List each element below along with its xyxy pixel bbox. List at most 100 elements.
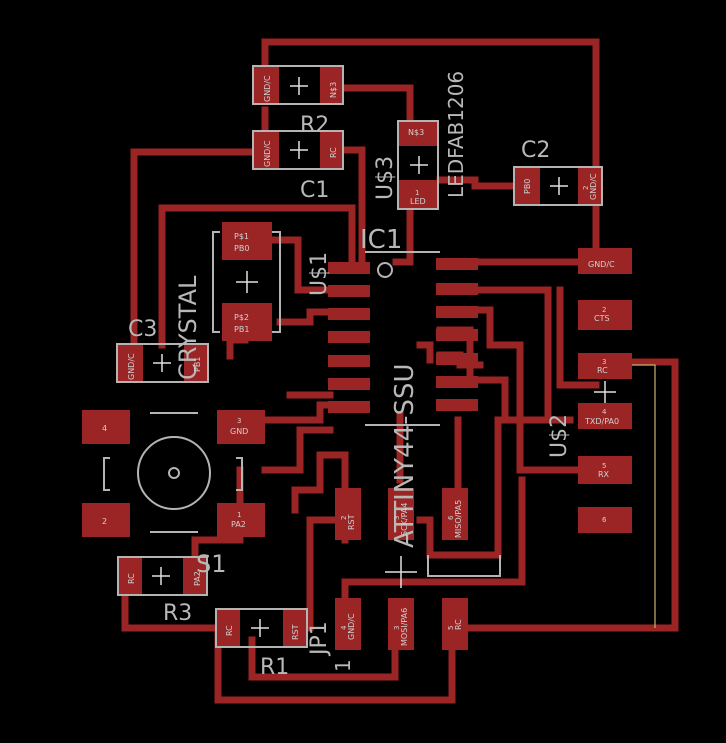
outline-switch-left [103, 457, 110, 491]
trace-ic-r5 [556, 286, 600, 389]
outline-switch-right [236, 457, 243, 491]
pad-ftdi-4 [578, 403, 632, 429]
padlbl-ftdi-4: TXD/PA0 [584, 417, 619, 426]
pad-r2-left [253, 65, 279, 105]
padlbl-isp-rst-num: 2 [340, 516, 348, 520]
pad-ftdi-5 [578, 456, 632, 484]
label-attiny: ATTINY44-SSU [390, 363, 420, 548]
padlbl-r3-right: PA2 [193, 571, 202, 586]
padlbl-isp-rc-num: 5 [447, 626, 455, 630]
label-c1: C1 [300, 178, 329, 203]
pad-c3-left [117, 343, 143, 383]
label-crystal: CRYSTAL [174, 275, 202, 380]
outline-r2 [252, 65, 344, 105]
outline-led [397, 120, 439, 210]
padlbl-c1-left: GND/C [263, 140, 272, 167]
label-ledfab: LEDFAB1206 [444, 71, 468, 198]
pad-switch-1 [217, 503, 265, 537]
outline-switch-ring [137, 436, 211, 510]
pad-isp-miso [442, 488, 468, 540]
pad-ic-r1 [436, 258, 478, 270]
label-r1: R1 [260, 655, 289, 680]
trace-r1-left [214, 624, 456, 704]
trace-r2-led [334, 84, 414, 129]
pad-r2-right [320, 65, 344, 105]
label-c3: C3 [128, 317, 157, 342]
padlbl-ftdi-2: CTS [594, 314, 610, 323]
pad-c2-right [578, 166, 602, 206]
padlbl-r1-right: RST [291, 624, 300, 640]
padlbl-isp-rc: RC [454, 619, 463, 630]
pad-crystal-top [222, 222, 272, 260]
padlbl-sw-1: PA2 [231, 520, 246, 529]
pad-ic-l3 [328, 308, 370, 320]
trace-ic-r6 [416, 341, 434, 364]
label-us1: U$1 [307, 252, 332, 296]
trace-r3-bottom [121, 591, 222, 632]
padlbl-c3-left: GND/C [127, 353, 136, 380]
padlbl-r1-left: RC [225, 625, 234, 636]
pad-ic-l7 [328, 401, 370, 413]
outline-c3 [116, 343, 209, 383]
outline-switch-center [168, 467, 180, 479]
outline-c1 [252, 130, 344, 170]
padlbl-led-bot: LED [410, 197, 426, 206]
pad-c1-right [320, 130, 344, 170]
pads [82, 65, 632, 650]
pad-ic-r6 [436, 376, 478, 388]
pad-ftdi-3 [578, 353, 632, 379]
padlbl-isp-sck-num: 3 [393, 516, 401, 520]
padlbl-isp-gnd: GND/C [347, 613, 356, 640]
trace-ic-left4 [291, 451, 344, 514]
pad-led-bot [398, 180, 438, 210]
padlbl-isp-miso: MISO/PA5 [454, 500, 463, 538]
padlbl-sw-3: GND [230, 427, 248, 436]
label-r3: R3 [163, 601, 192, 626]
padlbl-sw-2: 2 [102, 517, 107, 526]
pad-isp-mosi [388, 598, 414, 650]
padlbl-ftdi-2-num: 2 [602, 306, 606, 314]
component-labels: LEDFAB1206 U$3 C1 C2 C3 R2 R3 R1 IC1 U$1… [128, 71, 572, 680]
padlbl-ftdi-6-num: 6 [602, 516, 607, 524]
pad-ic-l6 [328, 378, 370, 390]
label-s1: S1 [196, 550, 227, 578]
padlbl-r3-left: RC [127, 573, 136, 584]
pad-crystal-bot [222, 303, 272, 341]
pad-ic-r5 [436, 353, 478, 365]
silkscreen [103, 65, 656, 648]
trace-isp-gnd [341, 476, 526, 604]
pad-ic-l2 [328, 285, 370, 297]
padlbl-isp-miso-num: 6 [447, 515, 455, 520]
pad-ftdi-1 [578, 248, 632, 274]
padlbl-c1-right: RC [329, 147, 338, 158]
label-c2: C2 [521, 138, 550, 163]
outline-crystal-left [212, 231, 220, 333]
trace-ic-r2 [436, 306, 600, 474]
pad-switch-2 [82, 503, 130, 537]
pad-ftdi-2 [578, 300, 632, 330]
padlbl-ftdi-3: RC [597, 366, 608, 375]
trace-led-ic [392, 206, 414, 266]
trace-top-loop [261, 38, 600, 254]
trace-ic-left1 [276, 308, 334, 326]
padlbl-crys-bot-name: P$2 [234, 313, 249, 322]
pad-isp-gnd [335, 598, 361, 650]
pad-ic-r7 [436, 399, 478, 411]
pad-r3-left [118, 556, 142, 596]
pad-switch-3 [217, 410, 265, 444]
pad-labels: GND/C N$3 GND/C RC N$3 1 LED PB0 2 GND/C… [102, 75, 619, 646]
pad-c1-left [253, 130, 279, 170]
trace-led-c2 [436, 176, 519, 190]
label-us2: U$2 [547, 414, 572, 458]
padlbl-ftdi-5: RX [598, 470, 610, 479]
padlbl-crys-top-net: PB0 [234, 244, 249, 253]
padlbl-isp-gnd-num: 4 [340, 625, 348, 630]
padlbl-ftdi-3-num: 3 [602, 358, 606, 366]
padlbl-sw-4: 4 [102, 424, 107, 433]
trace-ftdi-rc [466, 358, 679, 632]
padlbl-ftdi-4-num: 4 [602, 408, 607, 416]
outline-ic-pin1 [377, 262, 393, 278]
pad-ic-l5 [328, 355, 370, 367]
